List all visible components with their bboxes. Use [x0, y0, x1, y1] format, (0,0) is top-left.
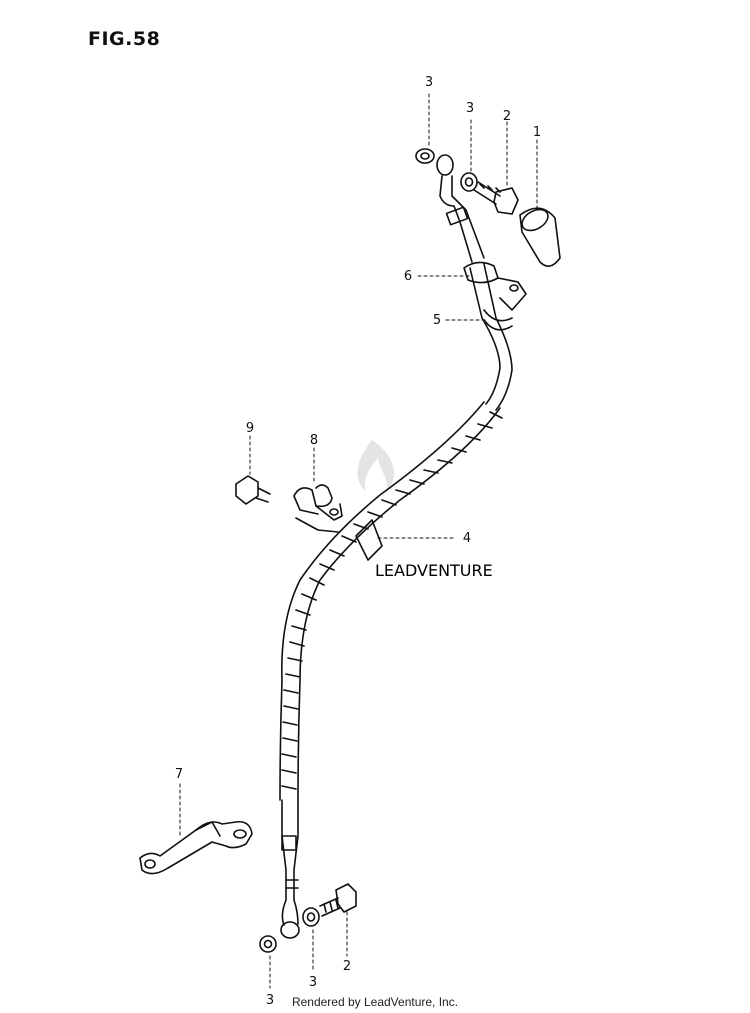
callout-3-d: 3: [309, 975, 317, 990]
part-2-banjo-bolt-top: [473, 181, 519, 215]
watermark-flame-icon: [357, 440, 395, 492]
callout-9: 9: [246, 421, 254, 436]
part-3-washer-a-hole: [420, 152, 430, 160]
watermark: LEADVENTURE: [357, 440, 493, 580]
footer-credit: Rendered by LeadVenture, Inc.: [291, 995, 459, 1009]
part-3-washer-a: [415, 148, 435, 164]
callout-2-top: 2: [503, 109, 511, 124]
callout-5: 5: [433, 313, 441, 328]
part-8-hose-clamp: [293, 484, 343, 521]
callout-8: 8: [310, 433, 318, 448]
part-9-bolt: [235, 475, 339, 533]
callout-3-c: 3: [266, 993, 274, 1008]
part-3-washer-b-hole: [464, 177, 474, 187]
leader-lines: [179, 93, 538, 989]
part-1-banjo-cap: [519, 207, 561, 267]
callout-6: 6: [404, 269, 412, 284]
watermark-text: LEADVENTURE: [375, 561, 493, 580]
callout-2-bottom: 2: [343, 959, 351, 974]
part-4-brake-hose: [279, 154, 513, 939]
part-5-grommet: [483, 309, 513, 331]
callouts: 1 2 3 3 4 5 6 7 8 9 3 3 2: [175, 75, 541, 1008]
part-3-washer-b: [460, 172, 478, 192]
part-3-washer-d: [302, 907, 320, 927]
callout-1: 1: [533, 125, 541, 140]
part-6-clamp: [463, 261, 527, 311]
callout-4: 4: [463, 531, 471, 546]
figure-title: FIG.58: [88, 28, 161, 50]
part-2-banjo-bolt-bottom: [319, 883, 357, 917]
callout-3-a: 3: [425, 75, 433, 90]
part-7-bracket: [139, 820, 253, 875]
part-3-washer-d-hole: [306, 912, 316, 922]
callout-7: 7: [175, 767, 183, 782]
callout-3-b: 3: [466, 101, 474, 116]
part-3-washer-c-hole: [263, 939, 273, 949]
part-3-washer-c: [259, 935, 277, 953]
